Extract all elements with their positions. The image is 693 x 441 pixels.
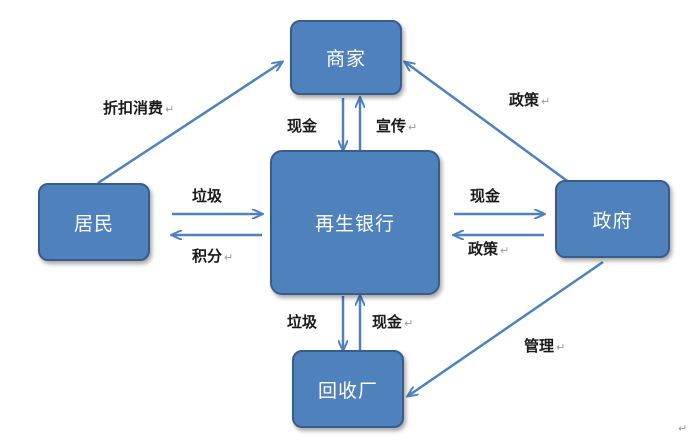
edge-label-manage: 管理↵ <box>524 335 565 356</box>
node-merchant: 商家 <box>290 20 402 95</box>
edge-label-points-text: 积分 <box>192 247 223 265</box>
edge-label-discount: 折扣消费↵ <box>103 97 174 118</box>
edge-label-cash-bottom: 现金↵ <box>372 311 413 332</box>
node-resident-label: 居民 <box>73 212 114 235</box>
edge-label-policy-right-text: 政策 <box>468 240 499 258</box>
edge-label-garbage-bottom: 垃圾 <box>287 311 317 332</box>
node-bank-label: 再生银行 <box>314 213 395 235</box>
edge-label-policy-right: 政策↵ <box>468 238 509 259</box>
edge-label-points: 积分↵ <box>192 245 233 266</box>
paragraph-mark-icon: ↵ <box>165 103 175 116</box>
edge-label-garbage-left: 垃圾 <box>192 185 222 206</box>
edge-label-cash-left: 现金 <box>287 115 317 136</box>
node-government-label: 政府 <box>592 209 633 232</box>
paragraph-mark-icon: ↵ <box>500 244 510 257</box>
paragraph-mark-icon: ↵ <box>556 341 566 354</box>
paragraph-mark-icon: ↵ <box>404 317 414 330</box>
arrow-resident-to-merchant <box>97 62 282 185</box>
edge-label-policy-top-text: 政策 <box>509 91 540 109</box>
arrow-government-to-merchant <box>405 62 571 185</box>
node-merchant-label: 商家 <box>325 48 366 70</box>
edge-label-cash-left-text: 现金 <box>287 117 318 135</box>
edge-label-garbage-bottom-text: 垃圾 <box>287 313 318 331</box>
paragraph-mark-icon: ↵ <box>541 95 551 108</box>
trailing-paragraph-mark: ↵ <box>676 418 687 436</box>
node-recycler-label: 回收厂 <box>317 379 378 402</box>
node-recycler: 回收厂 <box>292 350 404 428</box>
paragraph-mark-icon: ↵ <box>408 121 418 134</box>
node-bank: 再生银行 <box>270 150 440 295</box>
edge-label-discount-text: 折扣消费 <box>103 99 164 117</box>
edge-label-promo: 宣传↵ <box>376 115 417 136</box>
edge-label-cash-bottom-text: 现金 <box>372 313 403 331</box>
edge-label-promo-text: 宣传 <box>376 117 407 135</box>
edge-label-manage-text: 管理 <box>524 337 555 355</box>
edge-label-cash-right-text: 现金 <box>470 187 501 205</box>
paragraph-mark-icon: ↵ <box>224 251 234 264</box>
edge-label-policy-top: 政策↵ <box>509 89 550 110</box>
node-resident: 居民 <box>38 183 150 261</box>
node-government: 政府 <box>555 180 670 258</box>
arrow-government-to-recycler <box>408 260 604 396</box>
paragraph-mark-icon: ↵ <box>678 422 688 435</box>
edge-label-cash-right: 现金 <box>470 185 500 206</box>
edge-label-garbage-left-text: 垃圾 <box>192 187 223 205</box>
